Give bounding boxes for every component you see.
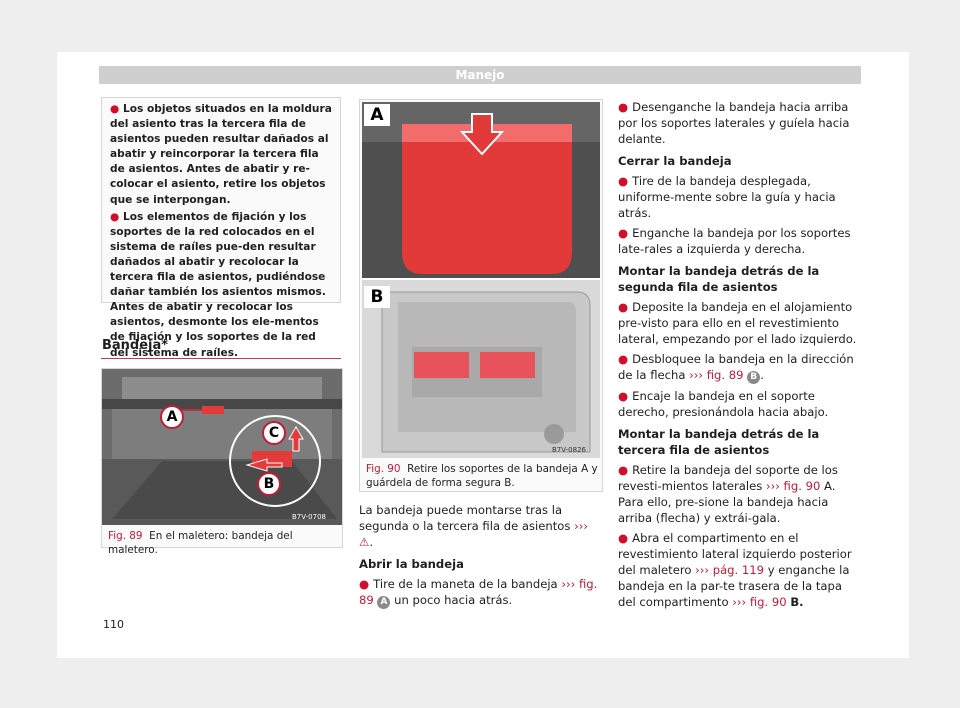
warning-item-2: ● Los elementos de fijación y los soport…: [110, 210, 326, 359]
bullet-icon: ●: [110, 103, 123, 115]
bullet-icon: ●: [618, 531, 633, 545]
bullet-icon: ●: [618, 389, 633, 403]
heading-mount-third-row: Montar la bandeja detrás de la tercera f…: [618, 427, 820, 457]
section-divider: [101, 358, 341, 359]
intro-paragraph: La bandeja puede montarse tras la segund…: [359, 503, 589, 549]
figure-89-caption: Fig. 89 En el maletero: bandeja del male…: [108, 530, 293, 556]
warning-box: ● Los objetos situados en la moldura del…: [101, 97, 341, 359]
mount2-step-3: ● Encaje la bandeja en el soporte derech…: [618, 389, 829, 419]
bullet-icon: ●: [618, 463, 633, 477]
mount2-step-2: ● Desbloquee la bandeja en la dirección …: [618, 352, 854, 384]
figure-code: B7V-0708: [292, 513, 326, 521]
warning-item-1: ● Los objetos situados en la moldura del…: [110, 103, 332, 206]
warning-link[interactable]: ›››: [574, 519, 589, 533]
detach-step: ● Desenganche la bandeja hacia arriba po…: [618, 100, 850, 146]
fig89-link[interactable]: ››› fig. 89: [359, 577, 598, 607]
open-step-1: ● Tire de la maneta de la bandeja ››› fi…: [359, 577, 598, 609]
warning-triangle-icon: ⚠: [359, 535, 370, 549]
bullet-icon: ●: [618, 300, 633, 314]
section-title: Bandeja*: [102, 338, 169, 353]
figure-89-image: B7V-0708: [102, 369, 342, 525]
bracket-illustration: B7V-0826: [362, 102, 600, 458]
trunk-illustration: B7V-0708: [102, 369, 342, 525]
figure-89: B7V-0708 A C B Fig. 89 En el maletero: b…: [101, 368, 343, 556]
fig90-link[interactable]: ››› fig. 90: [732, 595, 787, 609]
callout-a: A: [160, 405, 184, 429]
callout-b: B: [257, 472, 281, 496]
bullet-icon: ●: [618, 174, 633, 188]
column-2-text: La bandeja puede montarse tras la segund…: [359, 502, 601, 613]
mount3-step-1: ● Retire la bandeja del soporte de los r…: [618, 463, 838, 525]
column-3-text: ● Desenganche la bandeja hacia arriba po…: [618, 99, 862, 614]
heading-close: Cerrar la bandeja: [618, 154, 732, 168]
panel-label-a: A: [364, 104, 390, 126]
figure-90: B7V-0826 A B Fig. 90 Retire los soportes…: [359, 99, 603, 492]
fig89-link[interactable]: ››› fig. 89: [689, 368, 744, 382]
heading-mount-second-row: Montar la bandeja detrás de la segunda f…: [618, 264, 820, 294]
mount2-step-1: ● Deposite la bandeja en el alojamiento …: [618, 300, 857, 346]
badge-a: A: [377, 596, 391, 609]
figure-code: B7V-0826: [552, 446, 587, 454]
bullet-icon: ●: [110, 210, 123, 223]
page-header: Manejo: [99, 66, 861, 84]
callout-c: C: [262, 421, 286, 445]
mount3-step-2: ● Abra el compartimento en el revestimie…: [618, 531, 852, 609]
bullet-icon: ●: [359, 577, 374, 591]
badge-b: B: [747, 371, 761, 384]
heading-open: Abrir la bandeja: [359, 557, 464, 571]
page-119-link[interactable]: ››› pág. 119: [695, 563, 765, 577]
close-step-2: ● Enganche la bandeja por los soportes l…: [618, 226, 851, 256]
bullet-icon: ●: [618, 352, 633, 366]
close-step-1: ● Tire de la bandeja desplegada, uniform…: [618, 174, 836, 220]
bullet-icon: ●: [618, 100, 633, 114]
bullet-icon: ●: [618, 226, 633, 240]
fig90-link[interactable]: ››› fig. 90: [765, 479, 821, 493]
figure-90-caption: Fig. 90 Retire los soportes de la bandej…: [366, 463, 598, 489]
figure-90-image: B7V-0826: [362, 102, 600, 458]
page-number: 110: [103, 618, 124, 631]
panel-label-b: B: [364, 286, 390, 308]
